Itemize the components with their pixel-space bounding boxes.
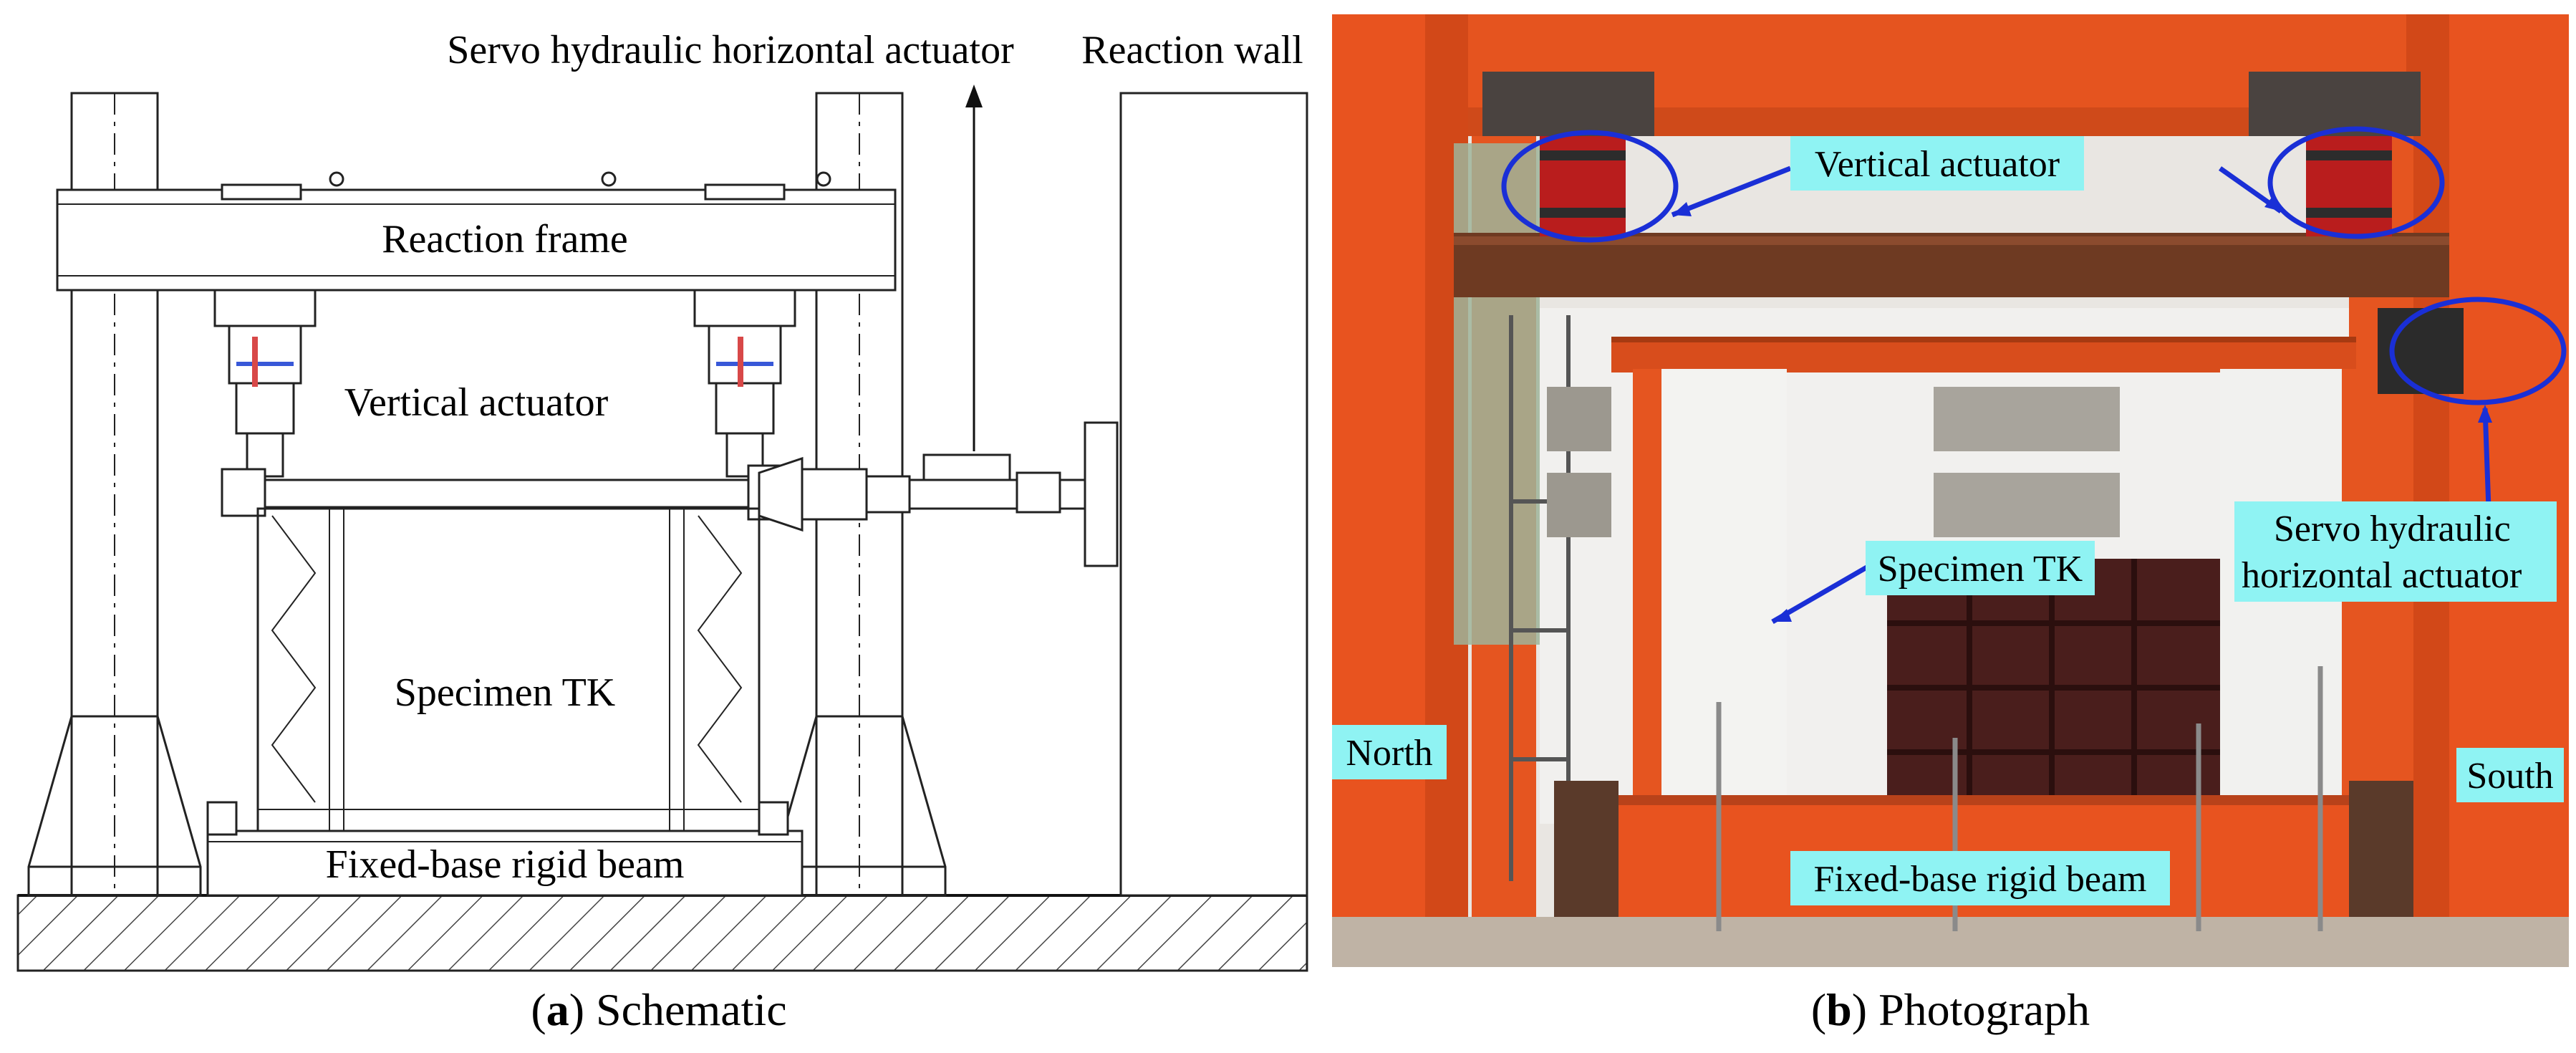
svg-text:horizontal actuator: horizontal actuator xyxy=(2242,555,2522,596)
label-rigid-beam: Fixed-base rigid beam xyxy=(326,842,685,887)
photo-label-horizontal-actuator: Servo hydraulic horizontal actuator xyxy=(2234,501,2557,602)
photo-label-specimen: Specimen TK xyxy=(1866,541,2095,595)
svg-text:South: South xyxy=(2466,756,2553,797)
photo-vertical-actuator-left xyxy=(1482,72,1654,236)
loading-beam xyxy=(221,464,786,521)
photo-specimen-pier-left xyxy=(1658,369,1787,799)
svg-text:Vertical actuator: Vertical actuator xyxy=(1815,144,2060,185)
caption-schematic: (a) Schematic xyxy=(531,984,787,1035)
photo-label-north: North xyxy=(1332,725,1447,779)
caption-a-text: Schematic xyxy=(584,984,787,1035)
ground xyxy=(16,894,1308,972)
label-horizontal-actuator: Servo hydraulic horizontal actuator xyxy=(447,28,1014,72)
label-reaction-wall: Reaction wall xyxy=(1081,28,1303,72)
photo-label-vertical-actuator: Vertical actuator xyxy=(1790,136,2084,191)
photo-vertical-actuator-right xyxy=(2249,72,2421,236)
label-vertical-actuator: Vertical actuator xyxy=(344,380,609,425)
svg-text:Specimen TK: Specimen TK xyxy=(1878,549,2083,590)
reaction-frame-beam xyxy=(56,171,897,292)
caption-photograph: (b) Photograph xyxy=(1810,984,2090,1035)
reaction-wall xyxy=(1119,92,1308,897)
vertical-actuator-right xyxy=(693,289,796,478)
photo-label-south: South xyxy=(2456,748,2564,802)
caption-a-letter: a xyxy=(546,984,569,1035)
label-reaction-frame: Reaction frame xyxy=(382,217,628,261)
rigid-base-beam xyxy=(206,801,804,897)
svg-text:North: North xyxy=(1346,733,1432,774)
specimen-wall xyxy=(256,507,761,832)
horizontal-actuator xyxy=(758,85,1119,567)
label-specimen: Specimen TK xyxy=(395,670,615,715)
svg-text:Fixed-base rigid beam: Fixed-base rigid beam xyxy=(1814,859,2147,900)
photograph-panel: Vertical actuator Specimen TK Servo hydr… xyxy=(1332,14,2569,967)
vertical-actuator-left xyxy=(213,289,317,478)
schematic-panel: Servo hydraulic horizontal actuator Reac… xyxy=(16,28,1308,972)
annotation-arrowheads xyxy=(1672,196,2492,622)
caption-b-letter: b xyxy=(1826,984,1852,1035)
photo-label-rigid-beam: Fixed-base rigid beam xyxy=(1790,851,2170,905)
caption-b-text: Photograph xyxy=(1867,984,2090,1035)
svg-text:Servo hydraulic: Servo hydraulic xyxy=(2274,509,2511,549)
